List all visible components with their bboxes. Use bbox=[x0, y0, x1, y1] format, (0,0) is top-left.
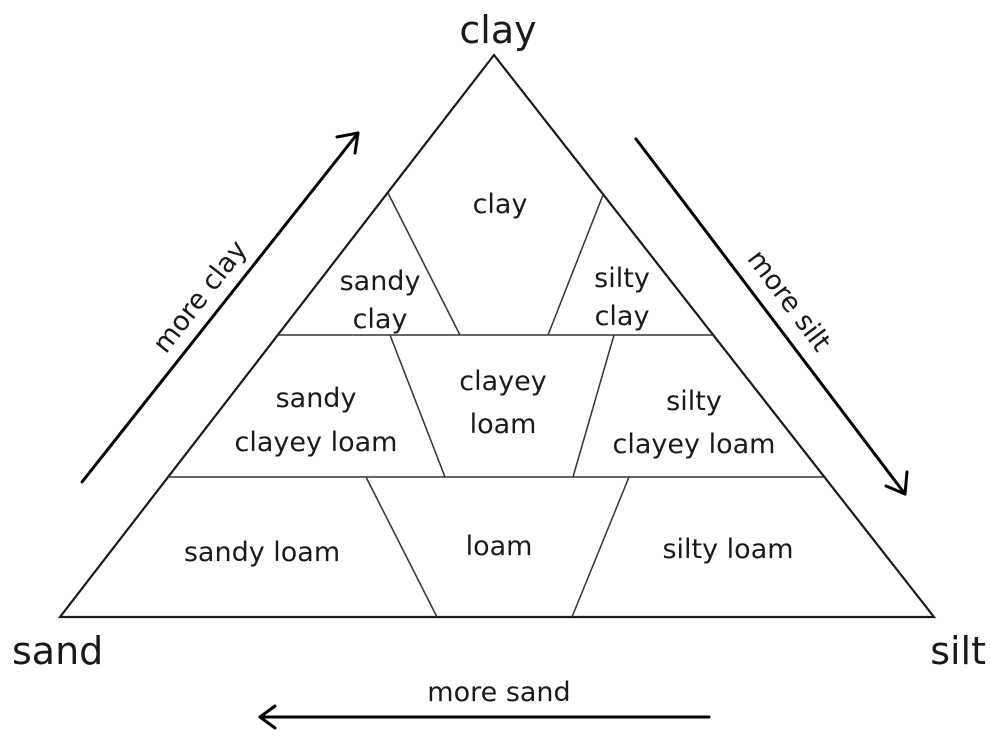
arrow-more-sand-head bbox=[258, 704, 277, 730]
region-label-clayey-loam-line1: clayey bbox=[459, 366, 546, 397]
corner-label-clay: clay bbox=[459, 8, 536, 52]
corner-label-silt: silt bbox=[930, 629, 986, 673]
arrow-label-more-sand: more sand bbox=[427, 677, 570, 708]
region-label-sandy-clay-line2: clay bbox=[353, 304, 408, 335]
outer-triangle bbox=[57, 53, 937, 619]
region-label-sandy-clayey-loam-line1: sandy bbox=[276, 383, 357, 414]
divider-silty-clay bbox=[547, 194, 604, 336]
arrow-label-more-clay: more clay bbox=[147, 235, 254, 359]
arrow-more-clay-shaft bbox=[80, 131, 360, 484]
arrow-more-clay bbox=[80, 131, 360, 484]
region-label-clayey-loam-line2: loam bbox=[470, 409, 537, 440]
region-label-sandy-clayey-loam-line2: clayey loam bbox=[235, 427, 398, 458]
region-label-silty-clay-line2: clay bbox=[595, 301, 650, 332]
region-label-silty-clayey-loam-line2: clayey loam bbox=[613, 429, 776, 460]
region-label-sandy-clay-line1: sandy bbox=[340, 266, 421, 297]
region-label-loam: loam bbox=[466, 531, 533, 562]
arrow-more-sand bbox=[258, 704, 711, 730]
divider-sandy-clay bbox=[387, 192, 461, 336]
arrow-more-silt-shaft bbox=[634, 137, 907, 496]
divider-clayey-loam-right bbox=[572, 334, 615, 478]
corner-label-sand: sand bbox=[12, 629, 103, 673]
region-label-silty-clayey-loam-line1: silty bbox=[666, 386, 722, 417]
divider-loam-right bbox=[571, 476, 630, 618]
divider-clayey-loam-left bbox=[389, 334, 446, 478]
region-label-sandy-loam: sandy loam bbox=[184, 537, 340, 568]
arrow-more-clay-head bbox=[335, 131, 360, 155]
arrow-more-silt bbox=[634, 137, 909, 496]
region-label-clay: clay bbox=[473, 189, 528, 220]
arrow-more-silt-head bbox=[884, 470, 909, 496]
divider-loam-left bbox=[365, 476, 438, 618]
region-label-silty-loam: silty loam bbox=[662, 534, 793, 565]
region-label-silty-clay-line1: silty bbox=[594, 263, 650, 294]
